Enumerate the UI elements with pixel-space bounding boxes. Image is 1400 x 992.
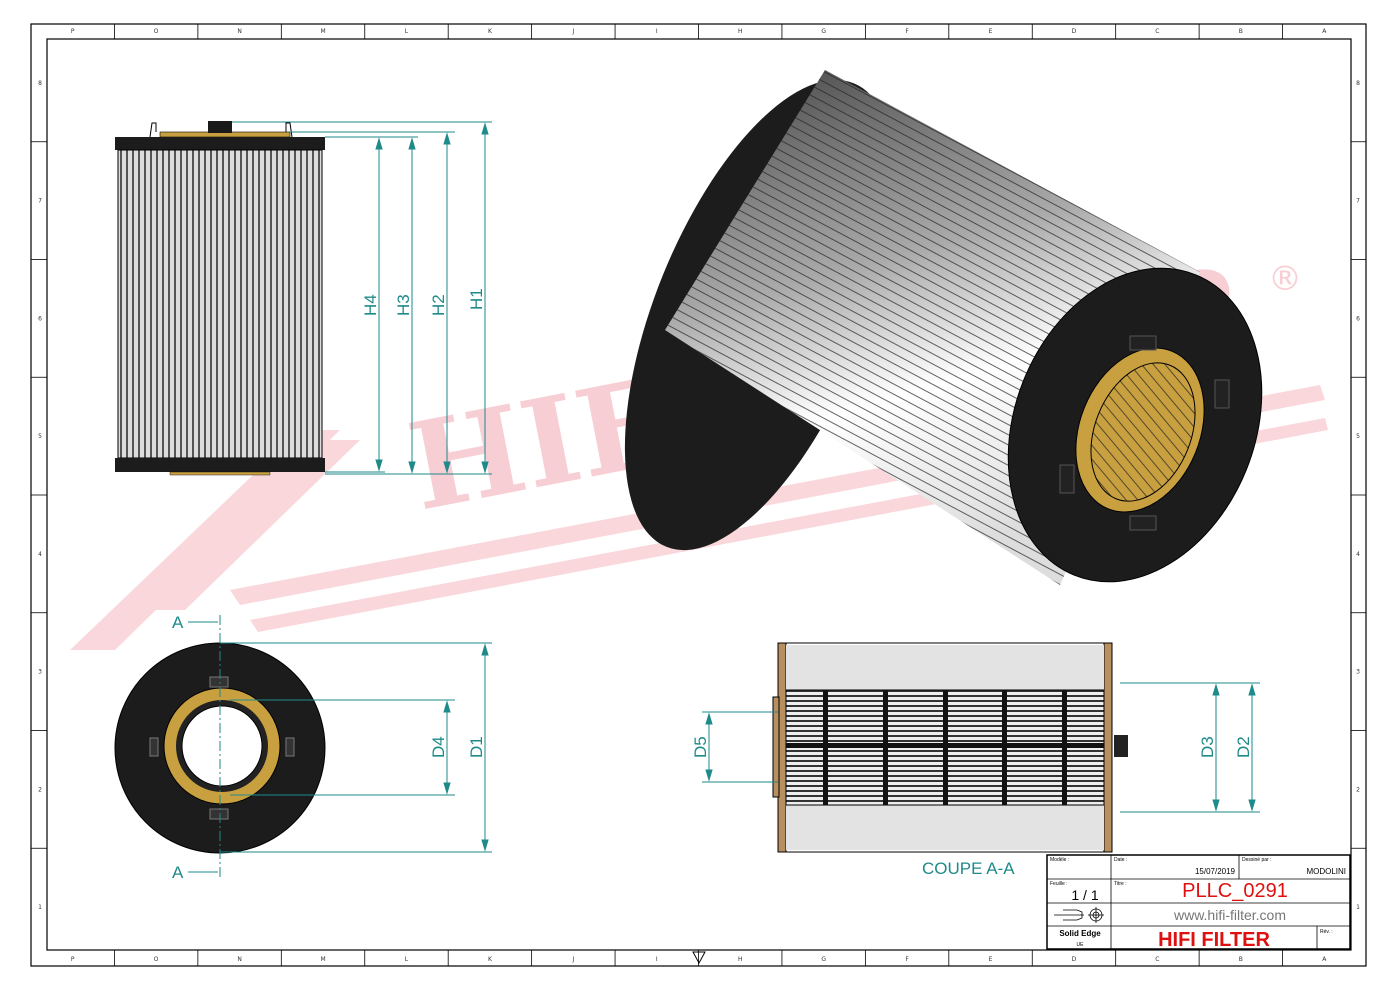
border-row-label: 5 bbox=[1356, 433, 1360, 440]
border-row-label: 2 bbox=[38, 786, 42, 793]
section-marker-top: A bbox=[172, 613, 184, 632]
border-column-label: O bbox=[154, 956, 159, 963]
border-column-label: K bbox=[488, 956, 493, 963]
title-label: Titre : bbox=[1114, 881, 1127, 887]
website: www.hifi-filter.com bbox=[1173, 907, 1286, 923]
border-column-label: P bbox=[71, 28, 75, 35]
border-column-label: A bbox=[1322, 28, 1327, 35]
border-row-label: 8 bbox=[38, 80, 42, 87]
border-column-label: G bbox=[821, 28, 826, 35]
border-column-label: L bbox=[405, 28, 409, 35]
border-row-label: 1 bbox=[1356, 904, 1360, 911]
front-view: H4 H3 H2 H1 bbox=[115, 121, 492, 476]
border-row-label: 6 bbox=[38, 315, 42, 322]
border-column-label: H bbox=[738, 28, 743, 35]
sheet-value: 1 / 1 bbox=[1071, 887, 1098, 903]
border-column-label: N bbox=[237, 956, 242, 963]
border-row-label: 5 bbox=[38, 433, 42, 440]
border-column-label: O bbox=[154, 28, 159, 35]
border-row-label: 6 bbox=[1356, 315, 1360, 322]
border-column-label: K bbox=[488, 28, 493, 35]
border-column-label: A bbox=[1322, 956, 1327, 963]
centering-mark bbox=[692, 951, 706, 965]
drawn-by-label: Dessiné par : bbox=[1242, 857, 1271, 863]
software-sub: UE bbox=[1077, 942, 1085, 948]
border-ticks bbox=[31, 24, 1366, 966]
border-row-label: 3 bbox=[1356, 669, 1360, 676]
border-row-label: 2 bbox=[1356, 786, 1360, 793]
dimension-d5: D5 bbox=[691, 736, 710, 758]
border-column-label: C bbox=[1155, 28, 1159, 35]
model-label: Modèle : bbox=[1050, 857, 1069, 863]
border-labels: P P O O N N M M L L K K J J I I H H G G F F E E D D C C B B A A 8 8 7 7 6 6 5 5… bbox=[38, 28, 1360, 963]
border-column-label: D bbox=[1072, 28, 1077, 35]
border-column-label: F bbox=[905, 28, 909, 35]
border-row-label: 4 bbox=[38, 551, 42, 558]
title-block: Modèle : Date : 15/07/2019 Dessiné par :… bbox=[1046, 854, 1351, 951]
software-name: Solid Edge bbox=[1059, 929, 1101, 938]
isometric-view bbox=[624, 70, 1263, 585]
border-column-label: E bbox=[989, 956, 993, 963]
border-column-label: F bbox=[905, 956, 909, 963]
dimension-d1: D1 bbox=[467, 736, 486, 758]
border-row-label: 7 bbox=[1356, 198, 1360, 205]
border-column-label: G bbox=[821, 956, 826, 963]
section-view: D5 D3 D2 COUPE A-A bbox=[691, 642, 1260, 878]
dimension-d4: D4 bbox=[429, 736, 448, 758]
border-column-label: M bbox=[320, 28, 325, 35]
border-column-label: E bbox=[989, 28, 993, 35]
border-row-label: 4 bbox=[1356, 551, 1360, 558]
drawn-by-value: MODOLINI bbox=[1306, 867, 1346, 876]
border-column-label: C bbox=[1155, 956, 1159, 963]
inner-frame bbox=[46, 38, 1352, 951]
border-column-label: I bbox=[656, 956, 658, 963]
dimension-h2: H2 bbox=[429, 294, 448, 316]
border-column-label: N bbox=[237, 28, 242, 35]
border-column-label: I bbox=[656, 28, 658, 35]
border-row-label: 8 bbox=[1356, 80, 1360, 87]
dimension-h3: H3 bbox=[394, 294, 413, 316]
date-label: Date : bbox=[1114, 857, 1127, 863]
dimension-d2: D2 bbox=[1234, 736, 1253, 758]
revision-label: Rév. : bbox=[1320, 929, 1333, 935]
border-row-label: 1 bbox=[38, 904, 42, 911]
date-value: 15/07/2019 bbox=[1195, 867, 1236, 876]
border-column-label: P bbox=[71, 956, 75, 963]
section-marker-bottom: A bbox=[172, 863, 184, 882]
border-row-label: 7 bbox=[38, 198, 42, 205]
border-column-label: J bbox=[571, 956, 574, 963]
border-column-label: D bbox=[1072, 956, 1077, 963]
projection-symbol-icon bbox=[1054, 907, 1104, 923]
border-row-label: 3 bbox=[38, 669, 42, 676]
dimension-d3: D3 bbox=[1198, 736, 1217, 758]
border-column-label: B bbox=[1239, 28, 1243, 35]
border-column-label: J bbox=[571, 28, 574, 35]
section-caption: COUPE A-A bbox=[922, 859, 1015, 878]
border-column-label: B bbox=[1239, 956, 1243, 963]
end-view: A A D4 D1 bbox=[114, 613, 492, 882]
dimension-h4: H4 bbox=[361, 294, 380, 316]
dimension-h1: H1 bbox=[467, 288, 486, 310]
border-column-label: M bbox=[320, 956, 325, 963]
company-name: HIFI FILTER bbox=[1158, 929, 1270, 951]
sheet-label: Feuille : bbox=[1050, 881, 1068, 887]
border-column-label: H bbox=[738, 956, 743, 963]
watermark-registered: ® bbox=[1268, 259, 1302, 299]
drawing-title: PLLC_0291 bbox=[1182, 880, 1288, 902]
border-column-label: L bbox=[405, 956, 409, 963]
